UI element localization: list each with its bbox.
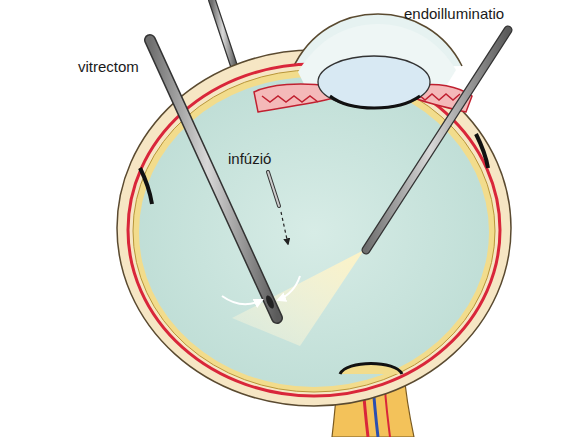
part-label: infúzió bbox=[228, 150, 271, 168]
instrument-rod bbox=[212, 0, 236, 72]
lens bbox=[318, 56, 430, 108]
infusion-cannula bbox=[268, 172, 279, 206]
part-label: vitrectom bbox=[78, 58, 139, 76]
part-label: endoilluminatio bbox=[404, 5, 504, 23]
endoilluminator-rod bbox=[366, 30, 508, 250]
port bbox=[140, 168, 152, 204]
flow-arrow bbox=[278, 276, 300, 300]
flow-arrow bbox=[222, 296, 262, 304]
port bbox=[476, 134, 488, 168]
vitrector-rod bbox=[150, 40, 277, 318]
infusion-arrow bbox=[281, 212, 288, 244]
optic-disc bbox=[340, 364, 402, 375]
cutting-port bbox=[264, 294, 275, 309]
